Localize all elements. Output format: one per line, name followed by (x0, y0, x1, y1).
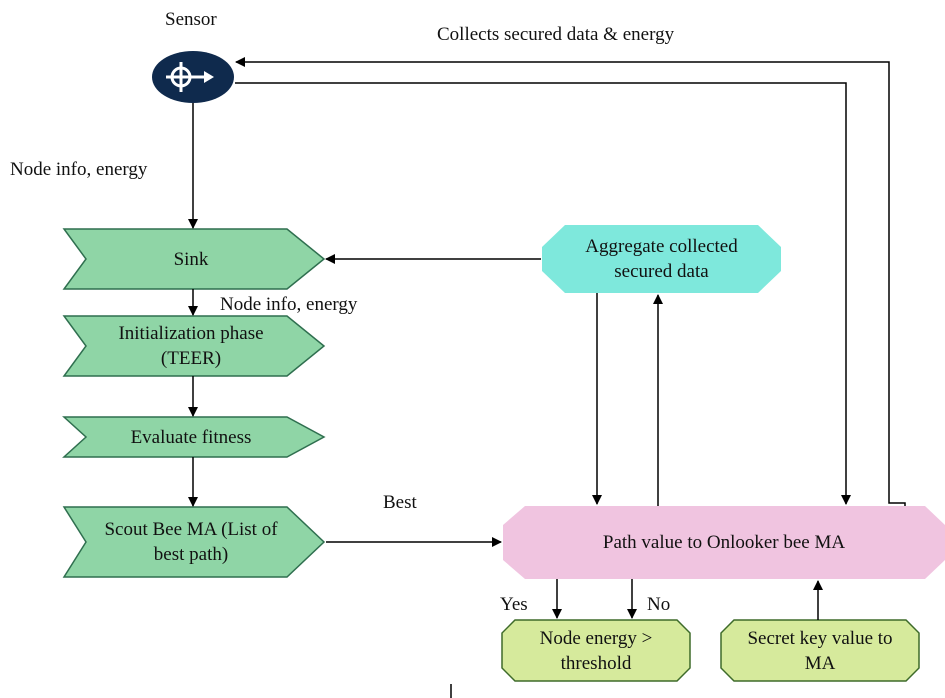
aggregate-text: Aggregate collected secured data (542, 225, 781, 293)
secret-key-node (720, 619, 920, 682)
sink-label: Sink (173, 248, 209, 270)
sensor-label: Sensor (165, 9, 217, 30)
init-text: Initialization phase (TEER) (86, 316, 296, 376)
path-value-node (503, 506, 945, 579)
sink-text: Sink (86, 229, 296, 289)
evaluate-label: Evaluate fitness (130, 426, 252, 448)
node-energy-label-line2: threshold (560, 652, 632, 674)
yes-label: Yes (500, 594, 528, 615)
sink-node (62, 228, 326, 290)
secret-key-label-line1: Secret key value to (747, 627, 893, 649)
scout-label-line1: Scout Bee MA (List of (104, 519, 278, 540)
evaluate-text: Evaluate fitness (86, 417, 296, 457)
init-label-line1: Initialization phase (118, 323, 264, 344)
path-value-label: Path value to Onlooker bee MA (602, 532, 846, 553)
node-info-label-2: Node info, energy (220, 294, 358, 315)
arrow-sensor-to-path (235, 82, 851, 505)
no-label: No (647, 594, 671, 615)
path-value-text: Path value to Onlooker bee MA (503, 506, 945, 579)
secret-key-text: Secret key value to MA (721, 620, 919, 681)
collects-label: Collects secured data & energy (437, 24, 675, 45)
node-energy-node (501, 619, 691, 682)
sensor-icon (152, 51, 234, 103)
node-info-label-1: Node info, energy (10, 159, 148, 180)
evaluate-fitness-node (62, 416, 326, 458)
node-energy-label-line1: Node energy > (539, 627, 653, 649)
node-energy-text: Node energy > threshold (502, 620, 690, 681)
secret-key-label-line2: MA (804, 652, 836, 674)
scout-label-line2: best path) (153, 544, 229, 565)
init-label-line2: (TEER) (160, 348, 222, 369)
arrow-path-to-sensor (235, 57, 906, 506)
initialization-node (62, 315, 326, 377)
aggregate-node (542, 225, 781, 293)
best-label: Best (383, 492, 417, 513)
scout-text: Scout Bee MA (List of best path) (80, 507, 302, 577)
aggregate-label-line1: Aggregate collected (585, 236, 738, 257)
aggregate-label-line2: secured data (614, 261, 709, 282)
scout-bee-node (62, 506, 326, 578)
